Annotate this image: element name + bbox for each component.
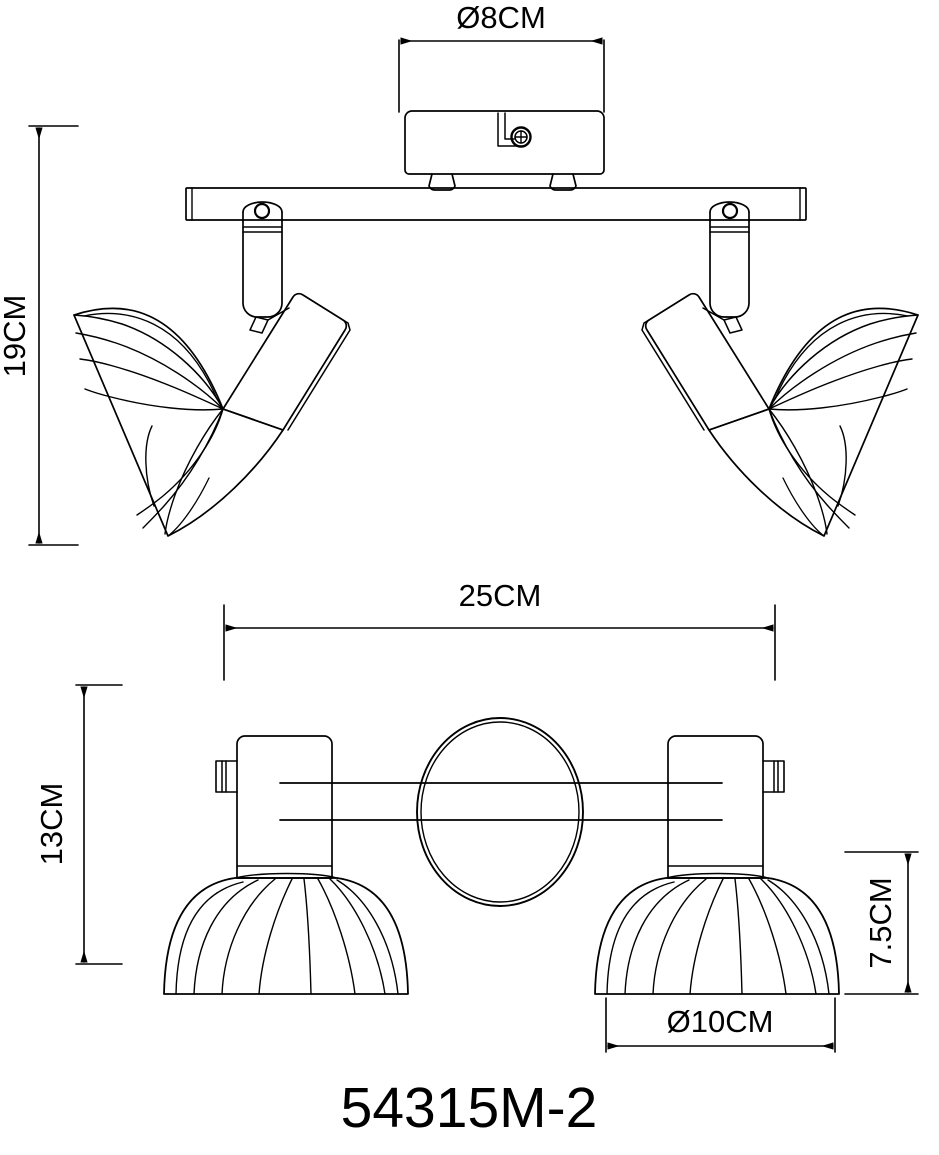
left-arm-stem <box>242 201 283 318</box>
left-lamp-head <box>73 292 351 537</box>
ceiling-canopy-front <box>416 717 584 907</box>
dimension-shade-height <box>844 851 919 995</box>
label-canopy-diameter: Ø8CM <box>456 0 546 35</box>
model-number: 54315M-2 <box>341 1076 598 1140</box>
canopy-feet <box>428 173 577 191</box>
terminal-screw-icon <box>510 126 532 148</box>
label-shade-height: 7.5CM <box>863 877 898 968</box>
dimension-shade-diameter <box>605 997 836 1053</box>
label-shade-diameter: Ø10CM <box>667 1004 774 1039</box>
label-side-height: 19CM <box>0 295 32 378</box>
left-housing-front <box>215 735 333 879</box>
right-shade-front <box>594 872 840 995</box>
dimension-canopy-diameter <box>398 37 605 113</box>
right-arm-stem <box>709 201 750 318</box>
label-overall-width: 25CM <box>459 578 542 613</box>
left-shade-front <box>163 872 409 995</box>
label-front-height: 13CM <box>34 783 69 866</box>
dimension-side-height <box>28 125 79 546</box>
mounting-bar-front <box>279 782 723 821</box>
right-housing-front <box>667 735 785 879</box>
mounting-bar-side <box>185 187 807 221</box>
dimension-overall-width <box>223 604 776 681</box>
dimension-front-height <box>75 684 123 965</box>
right-lamp-head <box>641 292 919 537</box>
